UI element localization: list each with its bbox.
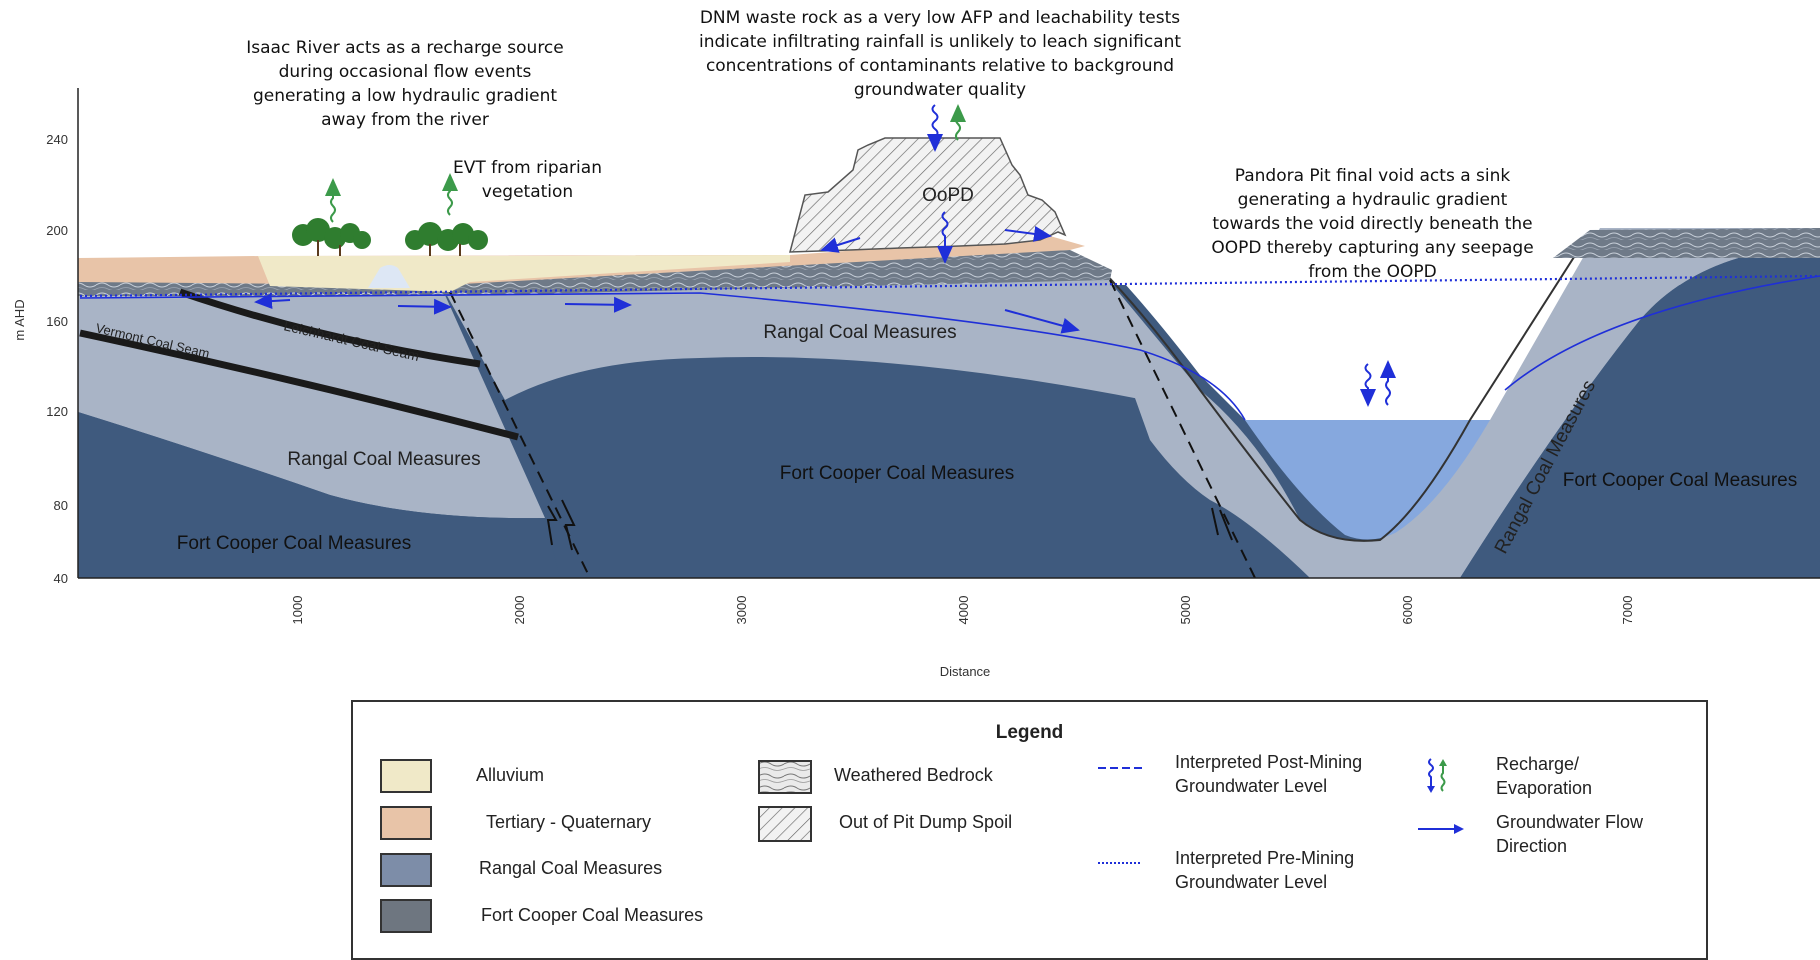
fort-cooper-swatch <box>380 899 432 933</box>
y-axis-label: m AHD <box>12 299 27 340</box>
rangal-left-layer <box>78 292 545 519</box>
leichhardt-coal-seam <box>178 288 481 368</box>
y-tick: 40 <box>54 571 68 586</box>
post-mining-line-icon <box>1098 767 1142 769</box>
legend-fort-cooper: Fort Cooper Coal Measures <box>481 905 704 925</box>
x-tick: 7000 <box>1620 596 1635 625</box>
x-tick: 5000 <box>1178 596 1193 625</box>
alluvium-swatch <box>380 759 432 793</box>
oopd-spoil-dump <box>789 137 1067 253</box>
recharge-icon <box>1427 758 1447 793</box>
x-axis-label: Distance <box>940 664 991 679</box>
legend-alluvium: Alluvium <box>476 765 545 785</box>
y-tick: 80 <box>54 498 68 513</box>
cross-section-diagram: OoPD Vermont Coal Seam Leichhardt Coal S… <box>12 88 1820 679</box>
x-tick: 3000 <box>734 596 749 625</box>
weathered-right <box>1553 228 1820 258</box>
spoil-swatch <box>758 806 812 842</box>
riparian-trees <box>292 218 488 251</box>
weathered-swatch <box>758 760 812 794</box>
legend-post-mining: Interpreted Post-Mining Groundwater Leve… <box>1175 752 1363 796</box>
pandora-annotation: Pandora Pit final void acts a sink gener… <box>1211 166 1534 282</box>
legend-flow: Groundwater Flow Direction <box>1496 812 1644 856</box>
post-mining-groundwater-line <box>79 292 1246 421</box>
fort-cooper-right-label: Fort Cooper Coal Measures <box>1563 470 1797 491</box>
rangal-left-label: Rangal Coal Measures <box>287 449 480 470</box>
oopd-label: OoPD <box>922 185 974 206</box>
isaac-river-annotation: Isaac River acts as a recharge source du… <box>246 38 564 130</box>
y-tick: 160 <box>46 314 68 329</box>
pre-mining-line-icon <box>1098 862 1142 864</box>
legend: Legend Alluvium Tertiary - Quaternary Ra… <box>351 700 1708 960</box>
y-tick: 240 <box>46 132 68 147</box>
evt-annotation: EVT from riparian vegetation <box>453 158 602 202</box>
vermont-coal-seam <box>79 329 519 441</box>
y-tick: 200 <box>46 223 68 238</box>
pre-mining-groundwater-line <box>79 274 1820 298</box>
legend-tertiary: Tertiary - Quaternary <box>486 812 652 832</box>
legend-spoil: Out of Pit Dump Spoil <box>839 812 1013 832</box>
legend-title: Legend <box>995 722 1064 743</box>
recharge-evaporation-icon <box>325 104 1396 407</box>
rangal-swatch <box>380 853 432 887</box>
fort-cooper-left-label: Fort Cooper Coal Measures <box>177 533 411 554</box>
fault-right <box>1109 279 1256 579</box>
legend-recharge: Recharge/ Evaporation <box>1496 754 1593 798</box>
fort-cooper-mid-label: Fort Cooper Coal Measures <box>780 463 1014 484</box>
x-tick: 1000 <box>290 596 305 625</box>
rangal-top-label: Rangal Coal Measures <box>763 322 956 343</box>
legend-pre-mining: Interpreted Pre-Mining Groundwater Level <box>1175 848 1355 892</box>
pit-water <box>1245 420 1490 540</box>
x-tick: 2000 <box>512 596 527 625</box>
legend-rangal: Rangal Coal Measures <box>479 858 663 878</box>
x-tick: 4000 <box>956 596 971 625</box>
fort-cooper-right <box>1460 245 1820 578</box>
y-tick: 120 <box>46 404 68 419</box>
legend-weathered: Weathered Bedrock <box>834 765 993 785</box>
rangal-pit-layer <box>1100 228 1820 578</box>
dnm-annotation: DNM waste rock as a very low AFP and lea… <box>698 8 1182 100</box>
flow-arrow-icon <box>1418 824 1464 834</box>
x-tick: 6000 <box>1400 596 1415 625</box>
tertiary-swatch <box>380 806 432 840</box>
